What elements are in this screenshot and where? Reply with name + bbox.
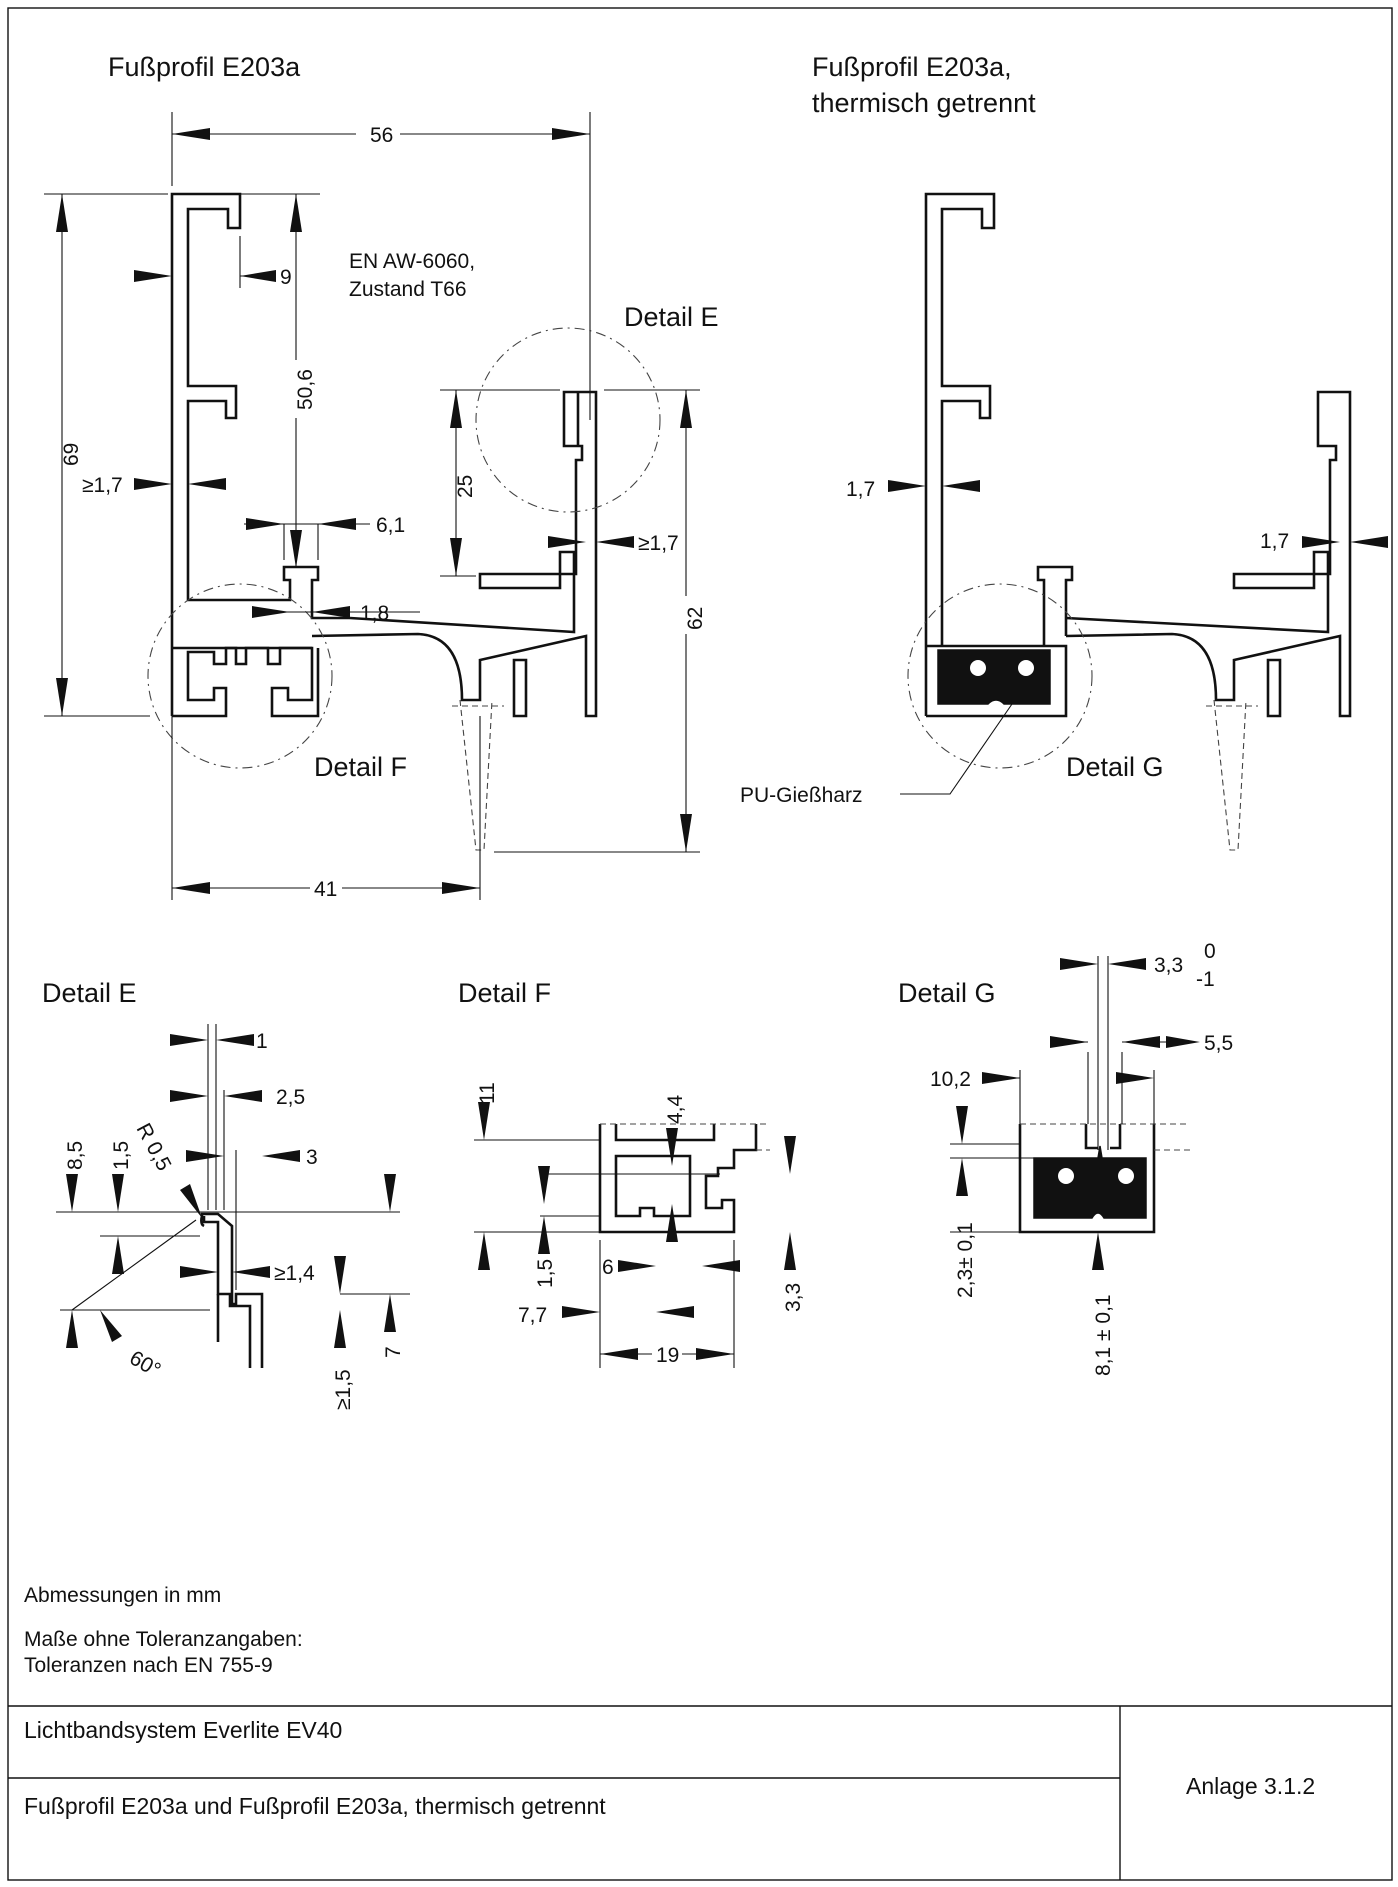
detail-f-dim-11: 11 <box>476 1082 499 1104</box>
detail-e-label-main: Detail E <box>624 302 719 332</box>
dim-ge-1-7-left: ≥1,7 <box>82 474 226 497</box>
dim-tg-1-7-right-label: 1,7 <box>1260 530 1289 553</box>
detail-e-dim-2-5: 2,5 <box>276 1086 305 1109</box>
dim-9-label: 9 <box>280 266 292 289</box>
dim-50-6: 50,6 <box>240 193 320 568</box>
title-block-annex: Anlage 3.1.2 <box>1186 1773 1315 1799</box>
dim-25-label: 25 <box>454 475 477 498</box>
dim-tg-1-7-left: 1,7 <box>846 478 980 501</box>
detail-e-dim-1: 1 <box>256 1030 268 1053</box>
detail-e-circle <box>475 327 661 513</box>
detail-g-drawing <box>1018 1123 1190 1234</box>
dim-tg-1-7-right: 1,7 <box>1260 530 1388 553</box>
title-right-line2: thermisch getrennt <box>812 88 1036 118</box>
pu-hole <box>970 660 986 676</box>
detail-g-dim-tol-lower: -1 <box>1196 968 1215 991</box>
sheet-border <box>7 7 1393 1881</box>
detail-e-dim-r0-5: R 0,5 <box>132 1120 176 1175</box>
detail-e-dim-1-5: 1,5 <box>110 1141 133 1170</box>
detail-e-dim-8-5: 8,5 <box>64 1141 87 1170</box>
detail-f-dim-4-4: 4,4 <box>664 1094 687 1124</box>
dim-62: 62 <box>494 389 707 853</box>
dim-1-8-label: 1,8 <box>360 602 389 625</box>
title-right-line1: Fußprofil E203a, <box>812 52 1012 82</box>
profile-e203a-thermal <box>924 192 1352 718</box>
title-block-description: Fußprofil E203a und Fußprofil E203a, the… <box>24 1793 606 1819</box>
dashed-leg-left <box>459 699 493 851</box>
dim-25: 25 <box>440 389 560 577</box>
pu-hole <box>1018 660 1034 676</box>
title-block-system: Lichtbandsystem Everlite EV40 <box>24 1717 342 1743</box>
detail-e-dim-7: 7 <box>382 1346 405 1358</box>
note-units: Abmessungen in mm <box>24 1584 221 1607</box>
title-block: Lichtbandsystem Everlite EV40 Fußprofil … <box>8 1705 1392 1880</box>
dim-9: 9 <box>239 236 292 289</box>
dim-41: 41 <box>171 716 481 902</box>
detail-g-dim-5-5: 5,5 <box>1204 1032 1233 1055</box>
detail-g-circle <box>907 583 1093 769</box>
detail-g-title: Detail G <box>898 978 996 1008</box>
detail-e-drawing <box>56 1024 410 1368</box>
dim-ge-1-7-right-label: ≥1,7 <box>638 532 679 555</box>
detail-g-dim-3-3: 3,3 <box>1154 954 1183 977</box>
detail-f-drawing <box>598 1123 770 1234</box>
dim-62-label: 62 <box>684 607 707 630</box>
dim-50-6-label: 50,6 <box>294 369 317 410</box>
material-line1: EN AW-6060, <box>349 250 475 273</box>
detail-e-dims: 1 2,5 3 8,5 1,5 R 0,5 ≥1,4 7 ≥1,5 60° <box>64 1030 405 1410</box>
detail-f-dim-1-5: 1,5 <box>534 1259 557 1288</box>
detail-f-label-main: Detail F <box>314 752 407 782</box>
pu-leader <box>900 703 1013 795</box>
dim-56-label: 56 <box>370 124 393 147</box>
dim-6-1: 6,1 <box>244 514 405 560</box>
detail-f-dim-6: 6 <box>602 1256 614 1279</box>
wall-arrow-top <box>134 270 172 282</box>
pu-label: PU-Gießharz <box>740 784 863 807</box>
detail-e-title: Detail E <box>42 978 137 1008</box>
detail-e-dim-ge-1-4: ≥1,4 <box>274 1262 315 1285</box>
note-tolerance-line2: Toleranzen nach EN 755-9 <box>24 1654 273 1677</box>
dim-69-label: 69 <box>60 443 83 466</box>
detail-f-title: Detail F <box>458 978 551 1008</box>
detail-g-dim-10-2: 10,2 <box>930 1068 971 1091</box>
dashed-leg-right <box>1213 699 1247 851</box>
detail-e-dim-ge-1-5: ≥1,5 <box>332 1369 355 1410</box>
dim-ge-1-7-left-label: ≥1,7 <box>82 474 123 497</box>
detail-g-dim-2-3: 2,3± 0,1 <box>954 1222 977 1298</box>
note-tolerance-line1: Maße ohne Toleranzangaben: <box>24 1628 303 1651</box>
detail-g-dim-tol-upper: 0 <box>1204 940 1216 963</box>
dim-56: 56 <box>171 112 591 420</box>
detail-g-dims: 3,3 0 -1 5,5 10,2 2,3± 0,1 8,1 ± 0,1 <box>930 940 1233 1376</box>
detail-f-dims: 11 4,4 1,5 6 7,7 3,3 19 <box>474 1082 805 1368</box>
title-left: Fußprofil E203a <box>108 52 301 82</box>
dim-tg-1-7-left-label: 1,7 <box>846 478 875 501</box>
detail-f-circle <box>147 583 333 769</box>
dim-ge-1-7-right: ≥1,7 <box>548 532 679 555</box>
detail-f-dim-19: 19 <box>656 1344 679 1367</box>
detail-g-label-main: Detail G <box>1066 752 1164 782</box>
pu-resin-block <box>937 649 1051 705</box>
detail-e-dim-60: 60° <box>126 1346 165 1382</box>
dim-1-8: 1,8 <box>252 602 420 625</box>
detail-g-dim-8-1: 8,1 ± 0,1 <box>1092 1294 1115 1376</box>
dim-69: 69 <box>44 193 168 717</box>
dim-41-label: 41 <box>314 878 337 901</box>
detail-e-dim-3: 3 <box>306 1146 318 1169</box>
profile-e203a <box>170 192 598 718</box>
material-line2: Zustand T66 <box>349 278 467 301</box>
detail-f-dim-7-7: 7,7 <box>518 1304 547 1327</box>
dim-6-1-label: 6,1 <box>376 514 405 537</box>
detail-f-dim-3-3: 3,3 <box>782 1283 805 1312</box>
